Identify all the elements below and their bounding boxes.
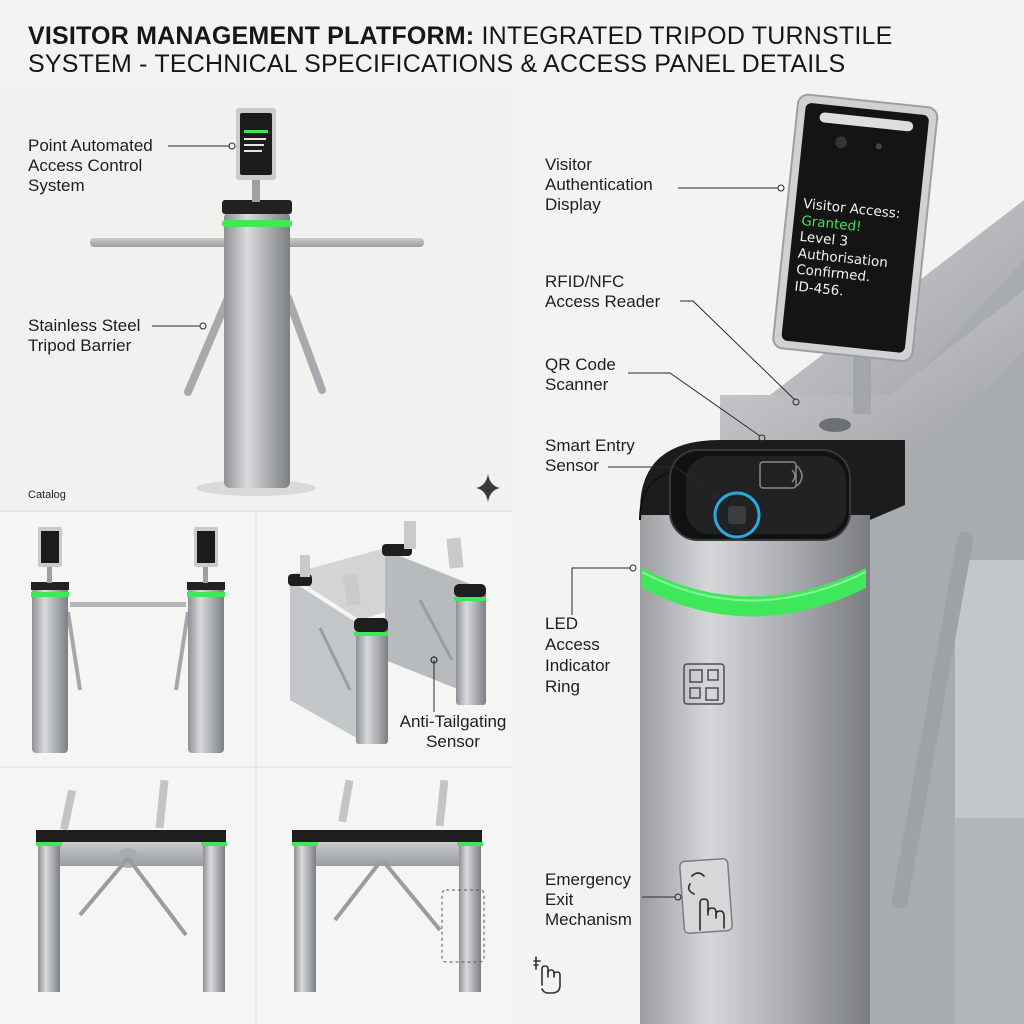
label-point-automated: Point Automated Access Control System [28, 136, 153, 195]
hand-touch-icon [533, 956, 561, 994]
label-anti-tailgating: Anti-Tailgating Sensor [399, 712, 507, 751]
label-stainless-tripod: Stainless Steel Tripod Barrier [28, 316, 141, 355]
display-screen-text: Visitor Access: Granted! Level 3 Authori… [794, 196, 908, 305]
qr-icon [683, 663, 725, 705]
rfid-card-icon [759, 461, 803, 489]
sparkle-icon [476, 474, 500, 502]
label-smart-entry: Smart Entry Sensor [545, 436, 635, 475]
double-lane-turnstile [288, 521, 486, 744]
hero-turnstile [90, 108, 424, 496]
label-qr-scanner: QR Code Scanner [545, 355, 616, 394]
label-rfid-reader: RFID/NFC Access Reader [545, 272, 661, 311]
title-rest: INTEGRATED TRIPOD TURNSTILE [474, 22, 893, 50]
twin-pedestals [31, 527, 225, 753]
catalog-label: Catalog [28, 489, 66, 501]
leader-lines [152, 142, 800, 901]
large-turnstile [639, 93, 1024, 1024]
title-bold: VISITOR MANAGEMENT PLATFORM: [28, 22, 475, 50]
label-visitor-auth-display: Visitor Authentication Display [545, 155, 653, 214]
frame-emergency-view [292, 779, 485, 992]
page-title: VISITOR MANAGEMENT PLATFORM: INTEGRATED … [28, 22, 1008, 78]
label-led-ring: LED Access Indicator Ring [545, 614, 611, 696]
title-line2: SYSTEM - TECHNICAL SPECIFICATIONS & ACCE… [28, 50, 846, 78]
label-emergency-exit: Emergency Exit Mechanism [545, 870, 632, 929]
frame-front-view [36, 779, 227, 992]
